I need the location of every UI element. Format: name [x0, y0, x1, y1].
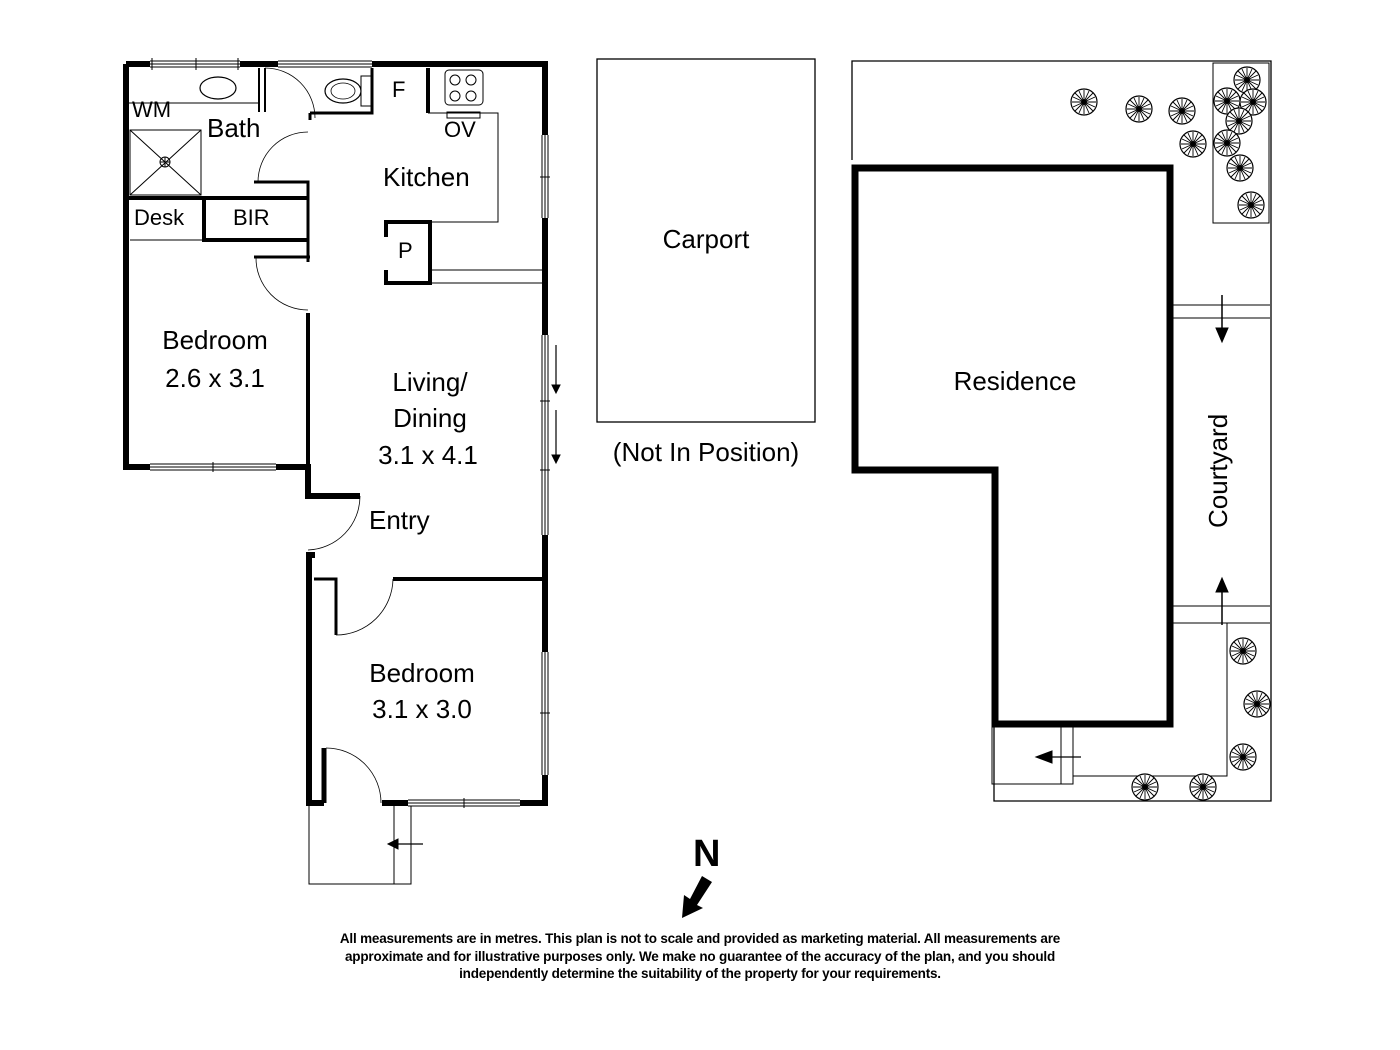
room-label-entry: Entry: [369, 505, 430, 535]
room-label-bir: BIR: [233, 205, 270, 230]
room-label-living: Living/: [392, 367, 468, 397]
room-dims-bedroom-2: 3.1 x 3.0: [372, 694, 472, 724]
room-dims-bedroom-1: 2.6 x 3.1: [165, 363, 265, 393]
room-label-kitchen: Kitchen: [383, 162, 470, 192]
room-label-dining: Dining: [393, 403, 467, 433]
room-label-bath: Bath: [207, 113, 261, 143]
north-arrow-icon: [682, 876, 712, 918]
disclaimer-line-1: All measurements are in metres. This pla…: [339, 931, 1061, 946]
room-label-bedroom-2: Bedroom: [369, 658, 475, 688]
carport-note: (Not In Position): [612, 437, 800, 467]
courtyard-label: Courtyard: [1203, 413, 1233, 528]
residence-label: Residence: [953, 366, 1077, 396]
room-label-wm: WM: [132, 97, 172, 122]
carport-label: Carport: [662, 224, 750, 254]
site-plan: [851, 60, 1272, 802]
room-label-bedroom-1: Bedroom: [162, 325, 268, 355]
carport-outline: [596, 58, 816, 423]
north-label: N: [693, 833, 721, 875]
pantry-label: P: [398, 238, 413, 263]
room-label-desk: Desk: [134, 205, 185, 230]
room-dims-living: 3.1 x 4.1: [378, 440, 478, 470]
fridge-label: F: [392, 77, 406, 102]
disclaimer-line-2: approximate and for illustrative purpose…: [344, 948, 1055, 964]
unit-floor-plan: [123, 58, 561, 885]
disclaimer: All measurements are in metres. This pla…: [200, 930, 1200, 983]
disclaimer-line-3: independently determine the suitability …: [459, 966, 941, 982]
oven-label: OV: [444, 117, 476, 142]
